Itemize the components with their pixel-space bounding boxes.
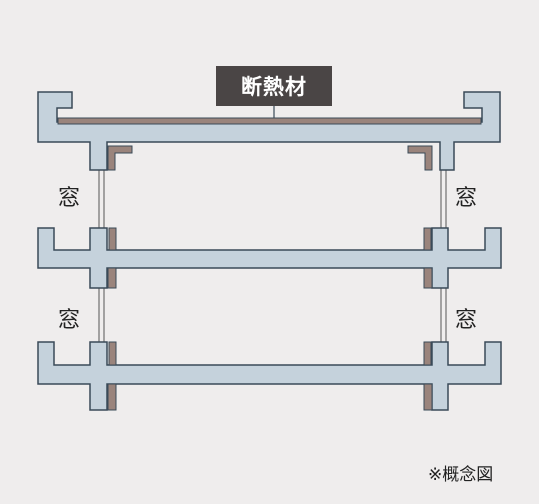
ceiling-insulation [423, 267, 433, 289]
window-label-lower-left: 窓 [58, 308, 81, 333]
wall-insulation [423, 341, 432, 366]
ceiling-insulation [107, 383, 117, 411]
corner-insulation-left [107, 145, 133, 171]
window-glass-right [440, 170, 447, 342]
corner-insulation-right [407, 145, 433, 171]
roof-insulation [57, 117, 482, 125]
roof-slab [37, 91, 501, 171]
wall-insulation [108, 227, 117, 251]
wall-insulation [423, 227, 432, 251]
ceiling-insulation [423, 383, 433, 411]
window-label-upper-right: 窓 [455, 186, 478, 211]
wall-insulation [108, 341, 117, 366]
window-label-lower-right: 窓 [455, 308, 478, 333]
concept-diagram-note: ※概念図 [428, 465, 494, 485]
window-label-upper-left: 窓 [58, 186, 81, 211]
window-glass-left [98, 170, 105, 342]
insulation-label: 断熱材 [216, 66, 332, 106]
floor-slab-lower [37, 341, 502, 411]
ceiling-insulation [107, 267, 117, 289]
floor-slab-upper [37, 227, 502, 289]
